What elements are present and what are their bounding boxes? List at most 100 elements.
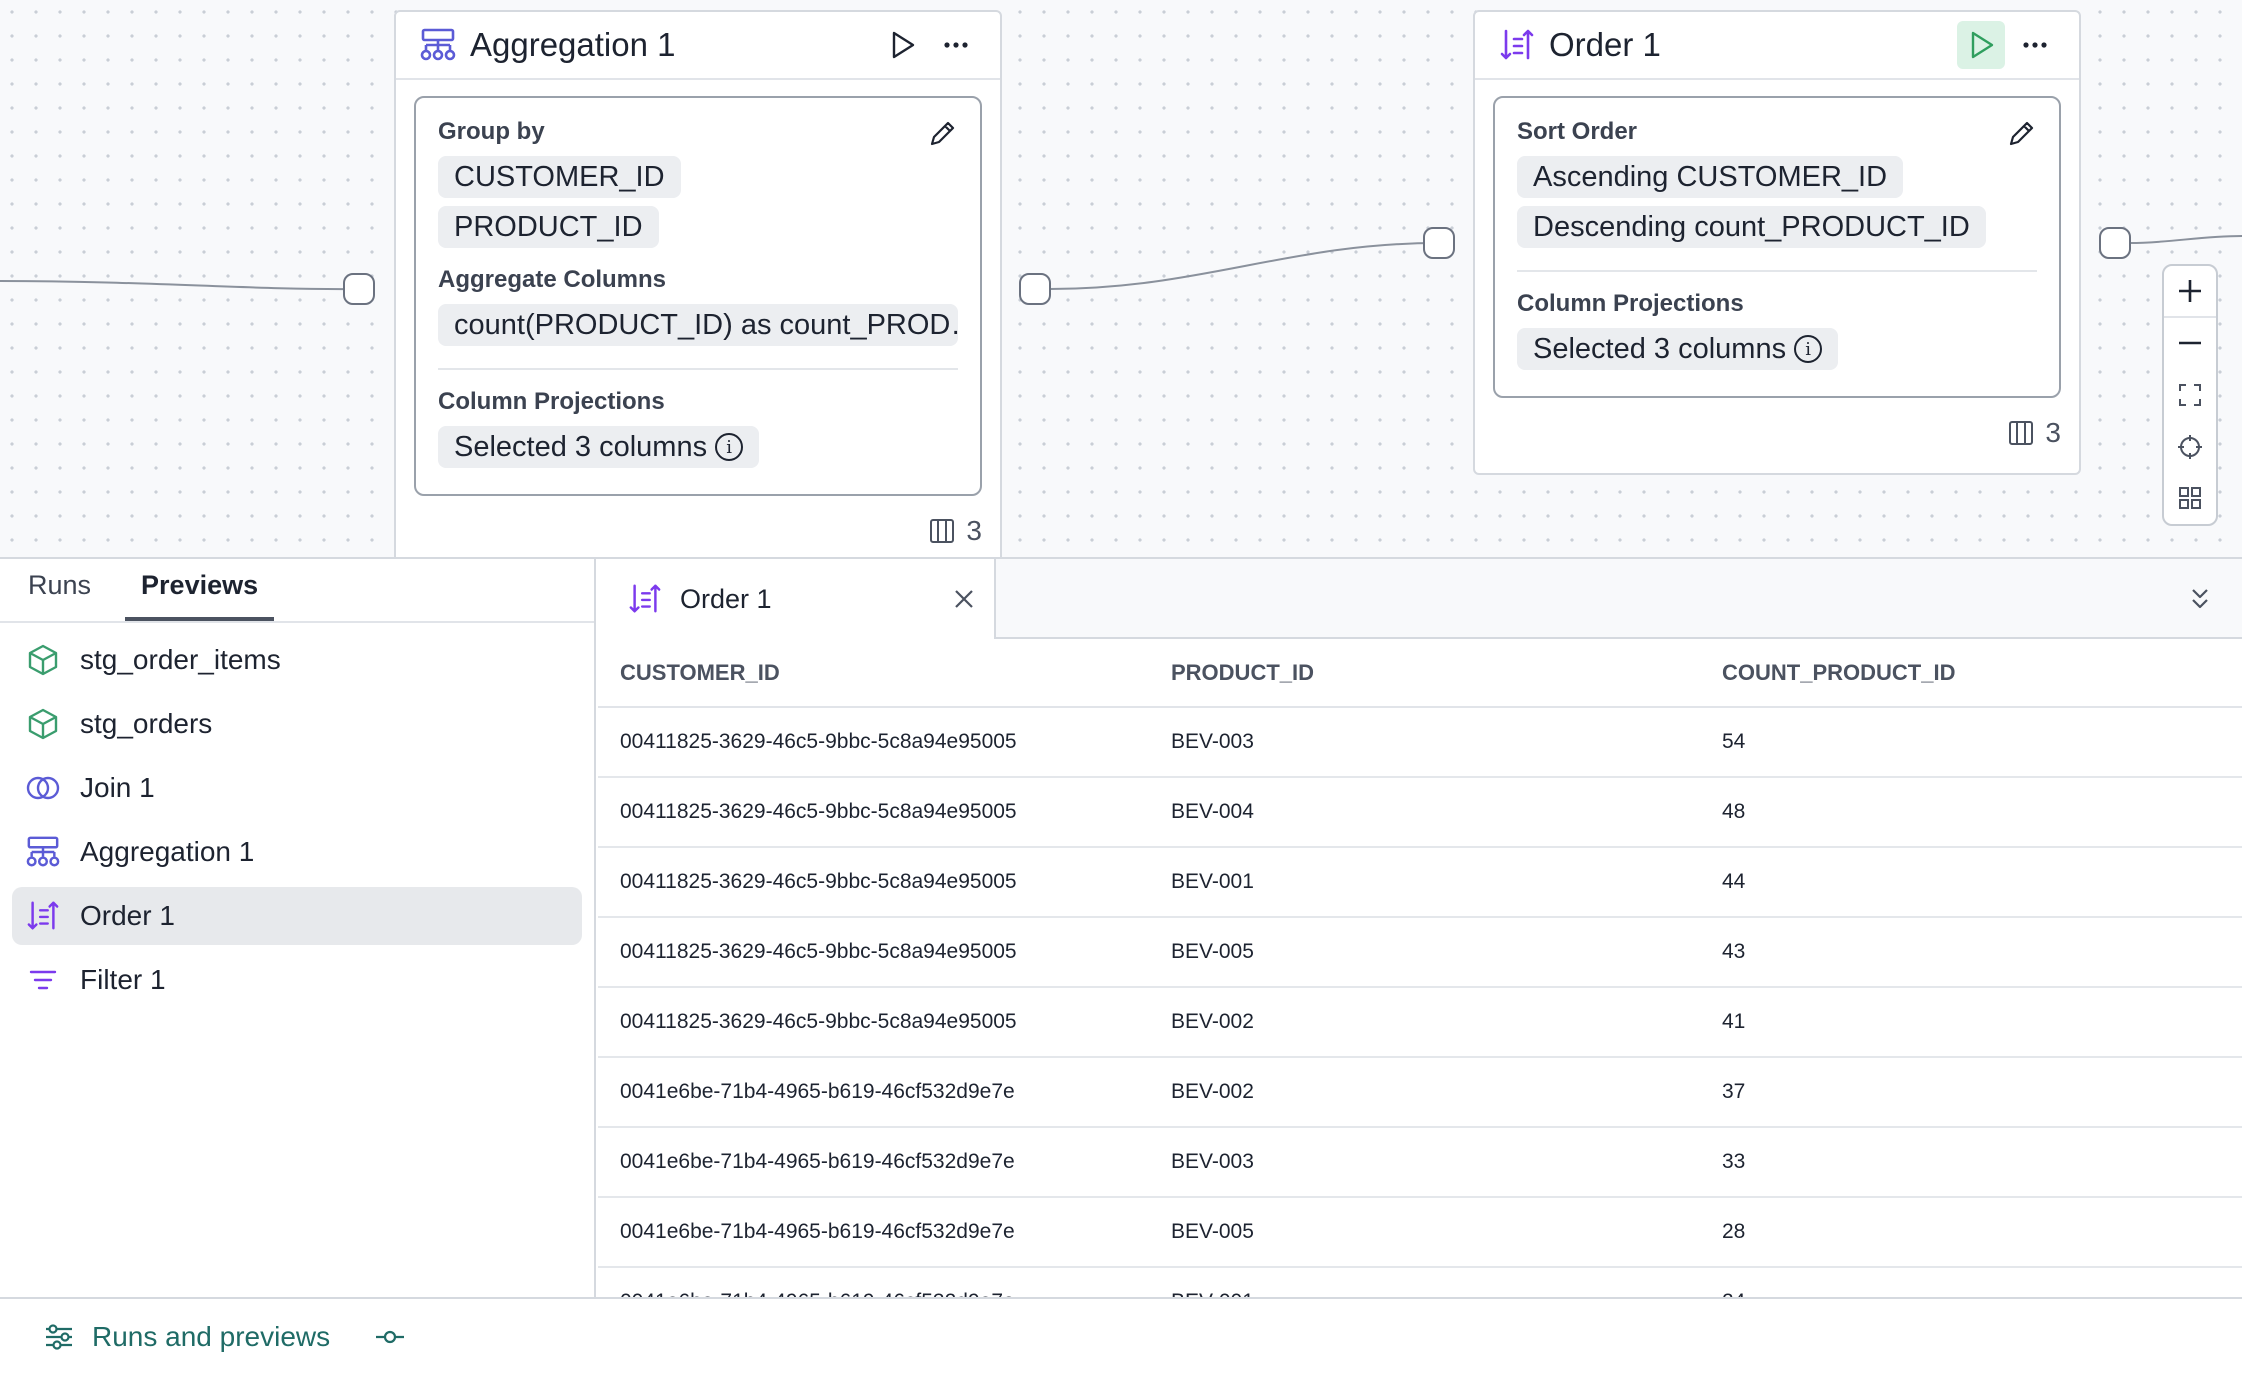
play-icon xyxy=(892,31,915,59)
info-icon[interactable]: i xyxy=(715,433,744,461)
preview-table-container[interactable]: CUSTOMER_ID PRODUCT_ID COUNT_PRODUCT_ID … xyxy=(598,639,2242,1299)
table-cell: 00411825-3629-46c5-9bbc-5c8a94e95005 xyxy=(598,777,1149,848)
collapse-panel-button[interactable] xyxy=(2180,579,2220,619)
tab-previews[interactable]: Previews xyxy=(125,570,275,621)
more-horizontal-icon xyxy=(944,42,968,48)
aggregation-column-count: 3 xyxy=(966,515,982,546)
table-cell: BEV-002 xyxy=(1149,987,1700,1058)
zoom-out-button[interactable] xyxy=(2164,318,2216,370)
more-horizontal-icon xyxy=(2023,42,2047,48)
close-icon xyxy=(955,590,973,608)
order-node-footer: 3 xyxy=(1475,408,2079,458)
aggregation-node[interactable]: Aggregation 1 Group by CUSTOMER_ID PRODU… xyxy=(394,10,1002,557)
aggregation-node-title: Aggregation 1 xyxy=(470,26,676,63)
table-cell: 24 xyxy=(1700,1267,2242,1299)
edge-aggregation-to-order xyxy=(1049,242,1439,290)
aggregation-more-button[interactable] xyxy=(932,21,980,69)
order-more-button[interactable] xyxy=(2011,21,2059,69)
aggregation-config-card[interactable]: Group by CUSTOMER_ID PRODUCT_ID Aggregat… xyxy=(414,96,982,496)
table-cell: BEV-002 xyxy=(1149,1057,1700,1128)
list-item-label: Order 1 xyxy=(80,900,175,931)
list-item-filter-1[interactable]: Filter 1 xyxy=(12,951,582,1009)
order-run-button[interactable] xyxy=(1957,21,2005,69)
preview-tab-bar: Order 1 xyxy=(598,559,2242,639)
list-item-label: Aggregation 1 xyxy=(80,836,255,867)
aggregation-output-handle[interactable] xyxy=(1019,273,1051,305)
play-icon xyxy=(1971,31,1994,59)
list-item-stg-orders[interactable]: stg_orders xyxy=(12,695,582,753)
projection-chip: Selected 3 columns i xyxy=(1517,328,1839,370)
column-header[interactable]: COUNT_PRODUCT_ID xyxy=(1700,639,2242,708)
previews-sidebar: Runs Previews stg_order_items stg_orders… xyxy=(0,559,596,1299)
grid-icon xyxy=(2179,487,2201,510)
table-cell: BEV-003 xyxy=(1149,707,1700,778)
filter-icon xyxy=(29,970,57,990)
table-row[interactable]: 0041e6be-71b4-4965-b619-46cf532d9e7eBEV-… xyxy=(598,1267,2242,1299)
commit-icon[interactable] xyxy=(374,1321,406,1353)
table-cell: 43 xyxy=(1700,917,2242,988)
list-item-join-1[interactable]: Join 1 xyxy=(12,759,582,817)
list-item-order-1[interactable]: Order 1 xyxy=(12,887,582,945)
status-footer: Runs and previews xyxy=(0,1297,2242,1375)
sort-chip: Descending count_PRODUCT_ID xyxy=(1517,206,1986,248)
table-cell: 00411825-3629-46c5-9bbc-5c8a94e95005 xyxy=(598,847,1149,918)
aggregation-node-header: Aggregation 1 xyxy=(396,12,1000,80)
column-header[interactable]: CUSTOMER_ID xyxy=(598,639,1149,708)
preview-table: CUSTOMER_ID PRODUCT_ID COUNT_PRODUCT_ID … xyxy=(598,639,2242,1299)
info-icon[interactable]: i xyxy=(1794,335,1823,363)
runs-and-previews-toggle[interactable]: Runs and previews xyxy=(92,1321,331,1352)
preview-tab-close-button[interactable] xyxy=(944,579,984,619)
table-cell: 54 xyxy=(1700,707,2242,778)
fullscreen-icon xyxy=(2179,384,2201,406)
aggregation-input-handle[interactable] xyxy=(343,273,375,305)
list-item-label: Join 1 xyxy=(80,772,155,803)
tab-runs[interactable]: Runs xyxy=(28,570,92,600)
order-column-count: 3 xyxy=(2045,417,2061,448)
preview-area: Order 1 CUSTOMER_ID PRODUCT_ID COUNT_PRO… xyxy=(598,559,2242,1299)
aggregation-run-button[interactable] xyxy=(878,21,926,69)
column-projections-label: Column Projections xyxy=(438,388,665,415)
pipeline-canvas[interactable]: Aggregation 1 Group by CUSTOMER_ID PRODU… xyxy=(0,0,2242,557)
plus-icon xyxy=(2179,279,2201,302)
group-by-label: Group by xyxy=(438,118,545,145)
list-item-label: Filter 1 xyxy=(80,964,166,995)
group-by-chip: PRODUCT_ID xyxy=(438,206,659,248)
fit-view-button[interactable] xyxy=(2164,369,2216,421)
preview-tab-order-1[interactable]: Order 1 xyxy=(598,559,996,639)
order-edit-button[interactable] xyxy=(2003,116,2039,152)
table-cell: BEV-004 xyxy=(1149,777,1700,848)
table-cell: 37 xyxy=(1700,1057,2242,1128)
panel-tabs: Runs Previews xyxy=(0,559,594,623)
table-cell: 00411825-3629-46c5-9bbc-5c8a94e95005 xyxy=(598,987,1149,1058)
order-node-header: Order 1 xyxy=(1475,12,2079,80)
columns-icon xyxy=(930,519,955,543)
order-input-handle[interactable] xyxy=(1423,227,1455,259)
order-output-handle[interactable] xyxy=(2099,227,2131,259)
aggregation-icon xyxy=(420,28,456,61)
column-header[interactable]: PRODUCT_ID xyxy=(1149,639,1700,708)
list-item-stg-order-items[interactable]: stg_order_items xyxy=(12,631,582,689)
layout-button[interactable] xyxy=(2164,472,2216,524)
projection-chip-label: Selected 3 columns xyxy=(1533,332,1787,365)
aggregation-node-footer: 3 xyxy=(396,506,1000,556)
table-cell: 28 xyxy=(1700,1197,2242,1268)
cube-icon xyxy=(28,644,58,676)
order-config-card[interactable]: Sort Order Ascending CUSTOMER_ID Descend… xyxy=(1493,96,2061,398)
zoom-in-button[interactable] xyxy=(2164,266,2216,318)
recenter-button[interactable] xyxy=(2164,421,2216,473)
aggregation-edit-button[interactable] xyxy=(924,116,960,152)
table-cell: 44 xyxy=(1700,847,2242,918)
sort-icon xyxy=(27,901,59,930)
edge-layer xyxy=(0,235,2242,291)
order-node[interactable]: Order 1 Sort Order Ascending CUSTOMER_ID… xyxy=(1473,10,2081,475)
table-cell: 0041e6be-71b4-4965-b619-46cf532d9e7e xyxy=(598,1127,1149,1198)
list-item-aggregation-1[interactable]: Aggregation 1 xyxy=(12,823,582,881)
